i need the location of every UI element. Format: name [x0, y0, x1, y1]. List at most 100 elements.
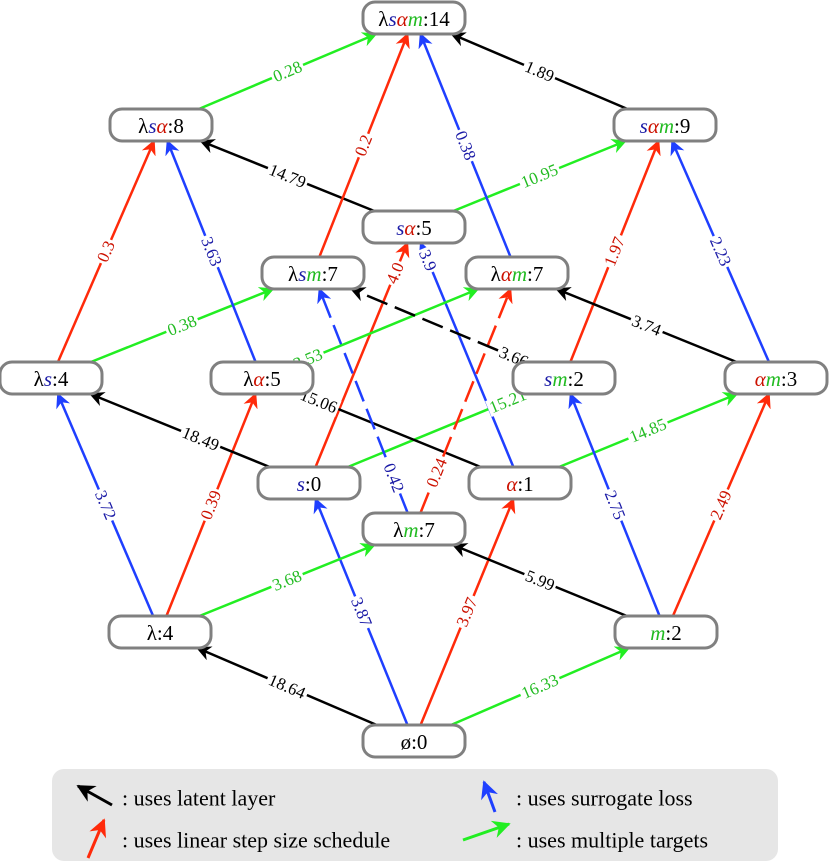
node-sm: sm:2 [511, 360, 617, 396]
node-label-part: α [157, 114, 169, 138]
node-label: sm:2 [544, 367, 584, 391]
node-label-part: s [388, 7, 396, 31]
edge-label-text: 10.95 [518, 160, 561, 192]
edge-label-background [627, 311, 666, 340]
edge-label-s-ls: 18.49 [177, 423, 224, 455]
legend-label-multi: : uses multiple targets [516, 828, 708, 853]
edge-label-background [196, 486, 226, 524]
edge-label-am-lam: 3.74 [627, 311, 666, 340]
node-box [613, 614, 719, 650]
node-label: m:2 [650, 621, 682, 645]
edge-label-background [268, 57, 307, 86]
edge-s-ls [88, 392, 271, 469]
legend-label-latent: : uses latent layer [122, 786, 276, 811]
node-box [108, 107, 214, 143]
node-box [723, 360, 829, 396]
edge-label-background [625, 414, 671, 447]
node-label: λsα:8 [138, 114, 184, 138]
legend-arrow-latent [76, 784, 113, 807]
node-la: λα:5 [209, 360, 315, 396]
node-label-part: :8 [168, 114, 184, 138]
node-label-part: λ [138, 114, 149, 138]
node-label-part: m [512, 262, 527, 286]
edge-label-m-lm: 5.99 [521, 566, 559, 595]
edge-la-lam [300, 287, 480, 364]
node-label-part: :4 [157, 621, 174, 645]
node-label-part: s [298, 262, 306, 286]
edge-label-a-sa: 3.9 [415, 245, 441, 276]
edge-label-lsm-lsam: 0.2 [351, 130, 376, 161]
node-box [260, 255, 366, 291]
edge-label-background [177, 423, 224, 455]
node-label-part: λ [34, 367, 45, 391]
edge-label-l-ls: 3.72 [91, 486, 120, 524]
node-label-part: m [766, 367, 781, 391]
edge-label-background [600, 486, 630, 524]
edge-label-sa-sam: 10.95 [516, 160, 563, 192]
node-label-part: :1 [517, 472, 533, 496]
node-label: λs:4 [34, 367, 69, 391]
edge-label-background [705, 232, 736, 271]
node-label-part: :0 [305, 472, 321, 496]
edge-label-text: 18.49 [179, 423, 222, 455]
legend-arrow-multi [462, 820, 511, 842]
edge-label-lam-lsam: 0.38 [451, 126, 480, 165]
node-label-part: λ [288, 262, 299, 286]
edge-label-background [600, 232, 629, 271]
node-s: s:0 [256, 465, 362, 501]
edge-label-background [264, 160, 311, 192]
edge-label-text: 16.33 [519, 670, 562, 703]
node-ls: λs:4 [0, 360, 104, 396]
node-box [209, 360, 315, 396]
edge-label-background [347, 593, 376, 632]
edge-label-background [520, 57, 559, 86]
node-label: λm:7 [393, 518, 435, 542]
node-box [361, 0, 467, 36]
edge-label-background [521, 566, 559, 595]
node-lsa: λsα:8 [108, 107, 214, 143]
edge-label-background [91, 486, 120, 524]
edge-label-s-sa: 4.0 [382, 258, 408, 288]
node-label-part: m [650, 621, 665, 645]
legend: : uses latent layer : uses linear step si… [52, 769, 778, 861]
node-label: λαm:7 [491, 262, 544, 286]
edge-label-background [163, 311, 201, 340]
node-label-part: s [297, 472, 305, 496]
edge-label-l-lm: 3.68 [268, 566, 306, 595]
node-label-part: s [44, 367, 52, 391]
node-label: sα:5 [396, 216, 432, 240]
legend-label-surrogate: : uses surrogate loss [516, 786, 693, 811]
node-label-part: α [755, 367, 767, 391]
edge-label-sm-sam: 1.97 [600, 232, 629, 271]
node-label: s:0 [297, 472, 322, 496]
edge-label-empty-l: 18.64 [264, 670, 311, 703]
node-a: α:1 [467, 465, 573, 501]
legend-label-linear: : uses linear step size schedule [122, 828, 390, 853]
legend-box [52, 769, 778, 861]
node-box [361, 511, 467, 547]
node-label-part: :5 [415, 216, 431, 240]
edge-label-empty-m: 16.33 [517, 670, 563, 703]
node-label-part: α [648, 114, 660, 138]
node-am: αm:3 [723, 360, 829, 396]
node-label-part: :14 [423, 7, 450, 31]
edge-label-background [422, 453, 452, 492]
edge-label-ls-lsm: 0.38 [163, 311, 201, 340]
edge-label-sa-lsa: 14.79 [264, 160, 311, 192]
node-m: m:2 [613, 614, 719, 650]
node-label-part: m [552, 367, 567, 391]
node-label-part: s [640, 114, 648, 138]
node-label: α:1 [506, 472, 533, 496]
node-sam: sαm:9 [612, 107, 718, 143]
node-label-part: s [148, 114, 156, 138]
node-label-part: :5 [264, 367, 280, 391]
node-label-part: ø:0 [401, 730, 428, 754]
edge-label-m-am: 2.49 [706, 486, 736, 524]
node-label-part: α [397, 7, 409, 31]
edge-label-a-am: 14.85 [625, 414, 671, 447]
node-label: λα:5 [243, 367, 281, 391]
edge-label-background [706, 486, 736, 524]
node-label-part: λ [243, 367, 254, 391]
node-label-part: m [659, 114, 674, 138]
node-label-part: :2 [568, 367, 584, 391]
